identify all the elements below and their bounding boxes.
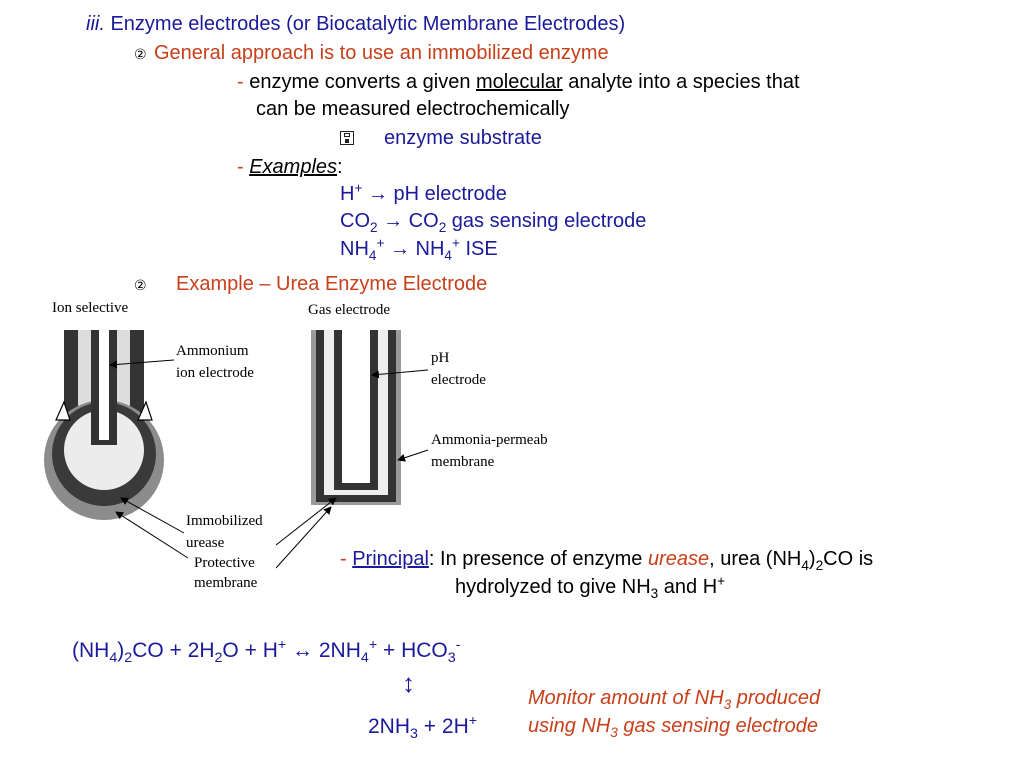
substrate-line: enzyme substrate [340, 126, 542, 150]
label-ph-2: electrode [431, 372, 486, 388]
label-ammonia-1: Ammonia-permeab [431, 432, 548, 448]
label-protective-2: membrane [194, 575, 258, 590]
principal-line-2: hydrolyzed to give NH3 and H+ [455, 573, 726, 601]
point2-line: ② Example – Urea Enzyme Electrode [134, 272, 487, 297]
examples-label: Examples [249, 156, 338, 178]
section-number: iii. [86, 13, 105, 35]
urea-electrode-diagram: Ion selective Gas electrode Ammonium ion… [44, 300, 548, 590]
bullet-circled-two: ② [134, 277, 147, 293]
point2-text: Example – Urea Enzyme Electrode [176, 273, 488, 295]
bullet-circled-two: ② [134, 46, 147, 62]
label-gas-electrode: Gas electrode [308, 302, 390, 318]
principal-line: - Principal: In presence of enzyme ureas… [340, 548, 874, 573]
label-ammonia-2: membrane [431, 454, 495, 470]
example-item: CO2 → CO2 gas sensing electrode [340, 210, 647, 235]
urease-word: urease [647, 548, 710, 570]
right-arrow-icon: → [389, 238, 410, 260]
examples-line: - Examples: [237, 156, 343, 178]
right-arrow-icon: → [383, 210, 404, 232]
label-protective-1: Protective [194, 555, 255, 571]
label-ion-selective: Ion selective [52, 300, 129, 316]
label-immobilized-1: Immobilized [186, 513, 263, 529]
save-icon [340, 131, 354, 145]
vertical-double-arrow-icon: ↕ [402, 668, 415, 698]
molecular-word: molecular [476, 71, 563, 93]
ion-selective-electrode [44, 330, 164, 520]
section-title: Enzyme electrodes (or Biocatalytic Membr… [110, 13, 626, 35]
point1-line: ② General approach is to use an immobiliz… [134, 41, 609, 66]
converts-line: - enzyme converts a given molecular anal… [237, 71, 800, 93]
section-heading: iii. Enzyme electrodes (or Biocatalytic … [86, 12, 625, 36]
label-ammonium-2: ion electrode [176, 365, 254, 381]
converts-line-2: can be measured electrochemically [256, 98, 570, 120]
principal-label: Principal [352, 548, 429, 570]
label-ammonium-1: Ammonium [176, 343, 249, 359]
example-item: H+ → pH electrode [340, 180, 507, 205]
example-item: NH4+ → NH4+ ISE [340, 235, 498, 263]
gas-electrode [311, 330, 401, 505]
substrate-text: enzyme substrate [384, 127, 542, 149]
monitor-note-1: Monitor amount of NH3 produced [528, 687, 821, 712]
label-immobilized-2: urease [186, 535, 225, 551]
equilibrium-products: 2NH3 + 2H+ [368, 713, 478, 743]
hydrolysis-equation: (NH4)2CO + 2H2O + H+ ↔ 2NH4+ + HCO3- [72, 637, 461, 667]
point1-text: General approach is to use an immobilize… [154, 42, 609, 64]
right-arrow-icon: → [367, 183, 388, 205]
double-arrow-icon: ↔ [286, 639, 319, 662]
monitor-note-2: using NH3 gas sensing electrode [528, 715, 818, 740]
label-ph-1: pH [431, 350, 450, 366]
